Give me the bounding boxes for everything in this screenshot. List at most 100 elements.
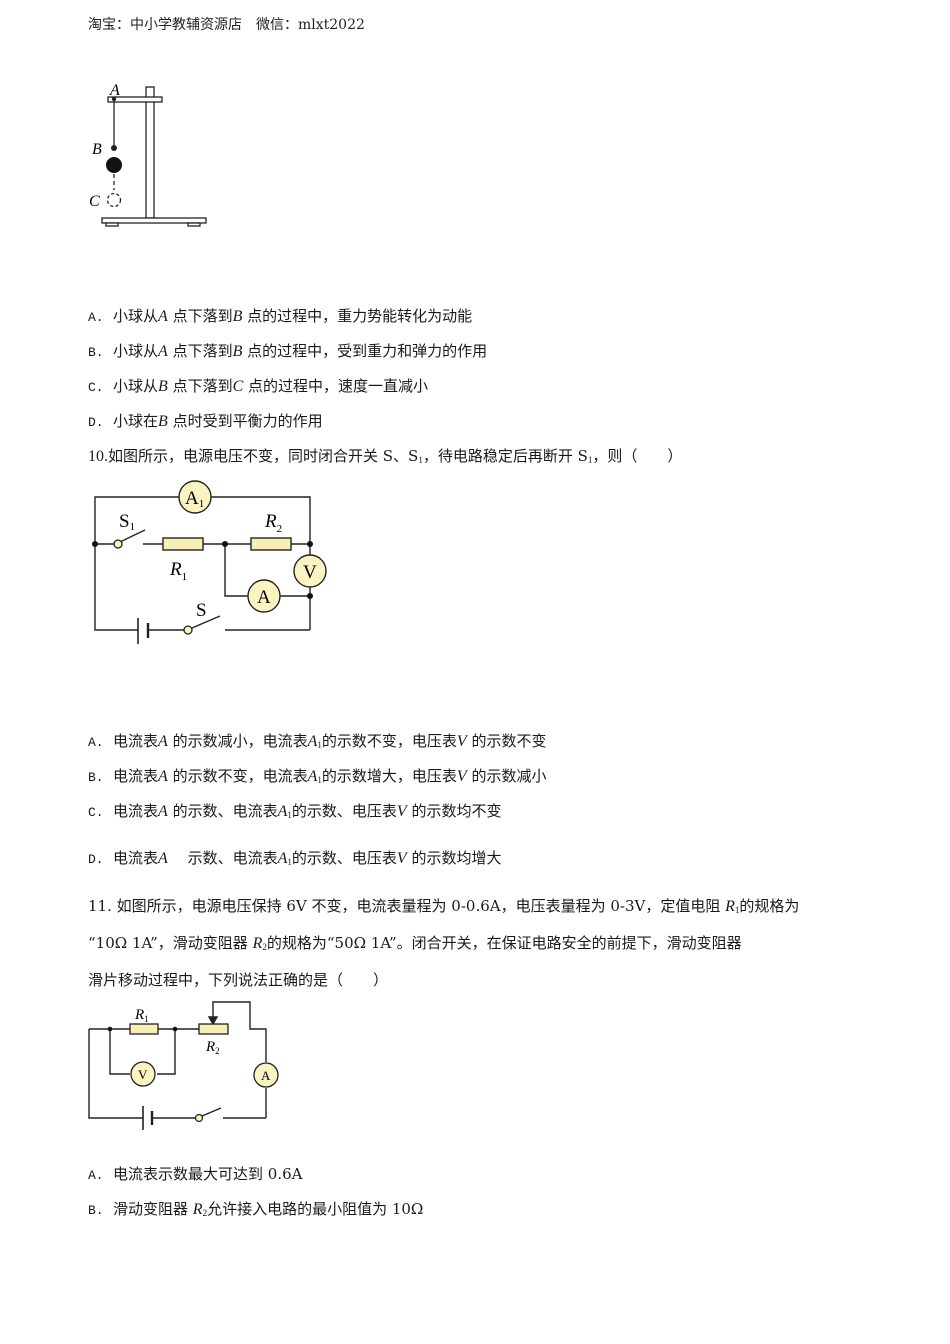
- option-text: 允许接入电路的最小阻值为 10Ω: [207, 1200, 424, 1218]
- option-text: 的示数增大，电压表: [321, 767, 457, 785]
- pendulum-stand-figure: A B C: [89, 82, 207, 227]
- option-text: 点的过程中，速度一直减小: [248, 377, 429, 395]
- subscript: 2: [202, 1208, 208, 1218]
- junction-dot: [107, 1026, 113, 1032]
- voltmeter-v-icon: [130, 1061, 156, 1087]
- math-var: A: [158, 768, 168, 785]
- switch-pivot: [194, 1113, 204, 1123]
- option-letter: C.: [88, 380, 104, 395]
- q9-option-b[interactable]: B.小球从A 点下落到B 点的过程中，受到重力和弹力的作用: [88, 341, 487, 363]
- option-text: 点的过程中，重力势能转化为动能: [247, 307, 473, 325]
- option-letter: B.: [88, 345, 104, 360]
- ammeter-a-icon: [253, 1062, 279, 1088]
- math-var: B: [158, 378, 168, 395]
- point-a-dot: [111, 96, 117, 102]
- voltmeter-v-icon: [293, 554, 327, 588]
- wire-branch-ammeter: [224, 544, 248, 597]
- stand-foot-right: [187, 222, 201, 227]
- stem-text: 11. 如图所示，电源电压保持 6V 不变，电流表量程为 0-0.6A，电压表量…: [88, 897, 726, 915]
- q10-option-a[interactable]: A.电流表A 的示数减小，电流表A1的示数不变，电压表V 的示数不变: [88, 731, 546, 755]
- junction-dot: [222, 541, 228, 547]
- option-text: 小球从: [113, 342, 159, 360]
- math-var: V: [456, 733, 467, 750]
- option-letter: D.: [88, 415, 104, 430]
- option-text: 滑动变阻器: [113, 1200, 193, 1218]
- math-var: A: [307, 768, 318, 785]
- stand-foot-left: [105, 222, 119, 227]
- ammeter-a1-icon: [178, 480, 212, 514]
- option-text: 的示数、电压表: [291, 802, 397, 820]
- q9-option-d[interactable]: D. 小球在B 点时受到平衡力的作用: [88, 411, 323, 433]
- option-letter: A.: [88, 310, 104, 325]
- junction-dot: [307, 593, 313, 599]
- option-letter: B.: [88, 1203, 104, 1218]
- wire-right-top: [211, 496, 311, 544]
- option-text: 的示数、电压表: [291, 849, 397, 867]
- q9-option-c[interactable]: C.小球从B 点下落到C 点的过程中，速度一直减小: [88, 376, 428, 398]
- option-text: 的示数均增大: [411, 849, 502, 867]
- switch-s1-pivot: [113, 539, 123, 549]
- q9-option-a[interactable]: A.小球从A 点下落到B 点的过程中，重力势能转化为动能: [88, 306, 472, 328]
- stem-text: ，待电路稳定后再断开 S: [422, 447, 588, 465]
- switch-s-pivot: [183, 625, 193, 635]
- q11-stem-line-1: 11. 如图所示，电源电压保持 6V 不变，电流表量程为 0-0.6A，电压表量…: [88, 896, 799, 920]
- q10-option-c[interactable]: C.电流表A 的示数、电流表A1的示数、电压表V 的示数均不变: [88, 801, 501, 825]
- math-var: B: [158, 413, 168, 430]
- q11-option-a[interactable]: A.电流表示数最大可达到 0.6A: [88, 1164, 302, 1186]
- stand-post: [145, 86, 155, 219]
- subscript: 1: [587, 455, 593, 465]
- option-text: 电流表: [113, 732, 159, 750]
- option-text: 点的过程中，受到重力和弹力的作用: [247, 342, 488, 360]
- q11-stem-line-2: “10Ω 1A”，滑动变阻器 R2的规格为“50Ω 1A”。闭合开关，在保证电路…: [88, 933, 742, 957]
- math-var: A: [158, 850, 168, 867]
- label-a1: A1: [185, 488, 204, 510]
- option-letter: B.: [88, 770, 104, 785]
- junction-dot: [172, 1026, 178, 1032]
- label-r1: R1: [169, 559, 187, 583]
- option-text: 点时受到平衡力的作用: [172, 412, 323, 430]
- wire-left-top: [94, 496, 179, 544]
- option-text: 点下落到: [172, 342, 233, 360]
- option-text: 的示数均不变: [411, 802, 502, 820]
- math-var: B: [232, 308, 243, 325]
- math-var: A: [277, 850, 288, 867]
- option-letter: D.: [88, 852, 104, 867]
- option-letter: A.: [88, 735, 104, 750]
- wire-voltmeter-right: [157, 1029, 176, 1075]
- q11-option-b[interactable]: B.滑动变阻器 R2允许接入电路的最小阻值为 10Ω: [88, 1199, 423, 1223]
- subscript: 1: [734, 905, 740, 915]
- label-a: A: [261, 1068, 271, 1083]
- page-header-watermark: 淘宝：中小学教辅资源店 微信：mlxt2022: [88, 17, 365, 33]
- subscript: 1: [287, 810, 292, 820]
- label-v: V: [138, 1067, 148, 1082]
- subscript: 1: [418, 455, 423, 465]
- stand-top-bar: [107, 96, 163, 103]
- switch-blade: [201, 1107, 222, 1117]
- subscript: 2: [262, 942, 267, 952]
- math-var: V: [396, 850, 407, 867]
- label-a: A: [257, 587, 271, 608]
- option-text: 的示数不变，电压表: [321, 732, 457, 750]
- rheostat-r2: [198, 1023, 229, 1035]
- label-s1: S1: [119, 511, 135, 533]
- option-text: 的示数、电流表: [172, 802, 278, 820]
- wire-voltmeter-left: [109, 1029, 130, 1075]
- label-v: V: [303, 562, 317, 583]
- math-var: A: [158, 733, 168, 750]
- q10-option-b[interactable]: B.电流表A 的示数不变，电流表A1的示数增大，电压表V 的示数减小: [88, 766, 546, 790]
- option-text: 小球从: [113, 307, 159, 325]
- label-b: B: [92, 141, 102, 158]
- option-letter: C.: [88, 805, 104, 820]
- stem-text: 的规格为“50Ω 1A”。闭合开关，在保证电路安全的前提下，滑动变阻器: [266, 934, 742, 952]
- option-text: 的示数减小，电流表: [172, 732, 308, 750]
- math-var: C: [232, 378, 244, 395]
- option-text: 小球在: [113, 412, 159, 430]
- math-var: A: [158, 343, 168, 360]
- slider-arrow-icon: [207, 1016, 219, 1026]
- switch-s1-blade: [119, 529, 146, 543]
- label-r2: R2: [205, 1039, 220, 1056]
- q10-option-d[interactable]: D.电流表A 示数、电流表A1的示数、电压表V 的示数均增大: [88, 848, 501, 872]
- subscript: 1: [287, 857, 292, 867]
- option-text: 小球从: [113, 377, 159, 395]
- math-var: A: [158, 803, 168, 820]
